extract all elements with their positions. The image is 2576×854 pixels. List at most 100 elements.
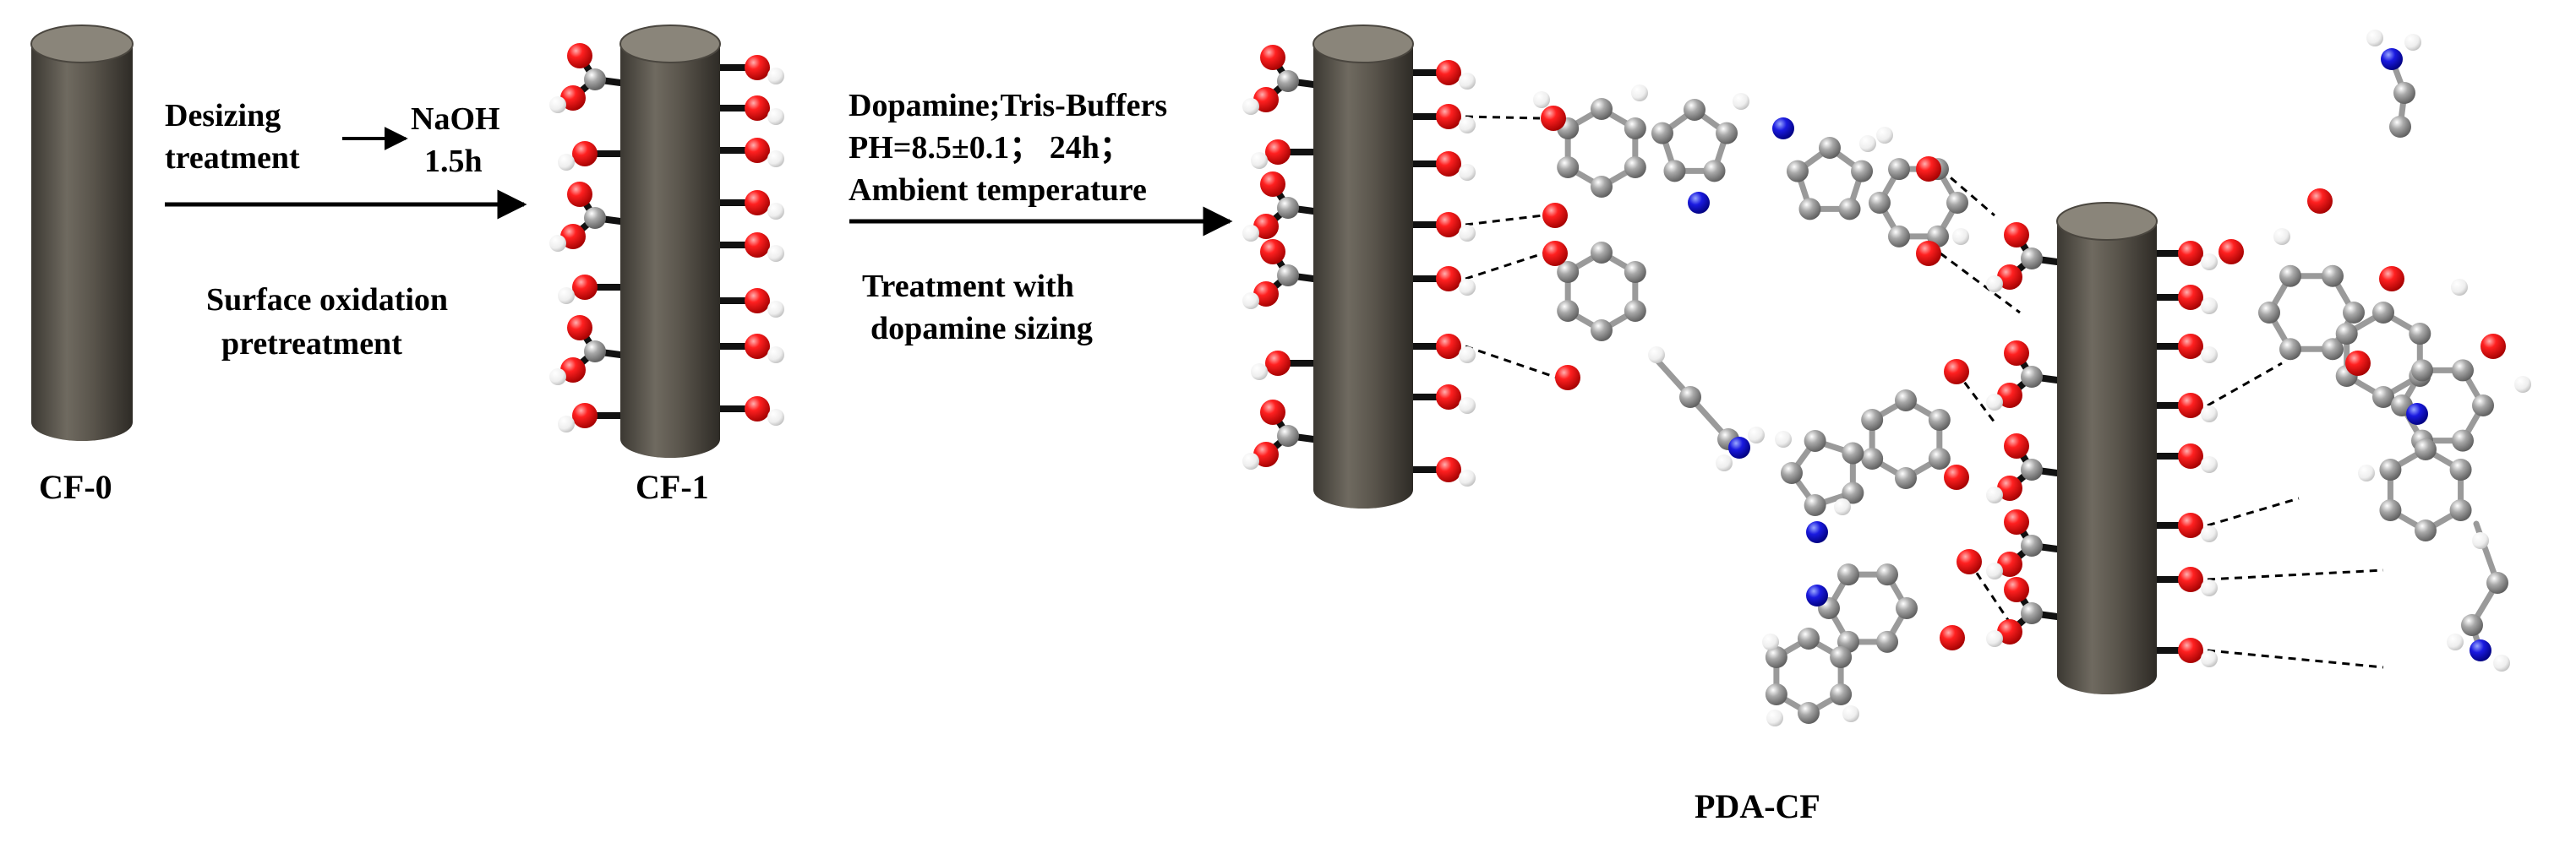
hydrogen-atom: [558, 154, 575, 171]
hydrogen-atom: [1459, 117, 1476, 133]
carbon-fiber-top: [30, 24, 134, 63]
nitrogen-atom: [1728, 437, 1750, 459]
hydrogen-atom: [2447, 634, 2464, 650]
oxygen-atom: [1542, 241, 1568, 266]
oxygen-atom: [1940, 625, 1965, 650]
hydrogen-atom: [1952, 228, 1969, 245]
hydrogen-atom: [767, 346, 784, 363]
oxygen-atom: [1253, 281, 1279, 307]
hydrogen-atom: [2358, 465, 2375, 481]
carbon-atom: [1896, 597, 1918, 619]
hydrogen-bond: [1955, 371, 1996, 423]
oxygen-atom: [572, 403, 598, 428]
carbon-atom: [1277, 264, 1299, 286]
oxygen-atom: [567, 315, 592, 340]
hydrogen-bond: [1465, 252, 1544, 280]
carbon-atom: [2409, 323, 2431, 345]
oxygen-atom: [1260, 400, 1285, 425]
oxygen-atom: [1916, 156, 1941, 182]
carbon-atom: [1946, 192, 1968, 214]
carbon-atom: [1663, 160, 1686, 182]
hydrogen-atom: [2201, 346, 2218, 363]
carbon-atom: [2449, 459, 2472, 481]
carbon-atom: [1798, 702, 1820, 724]
hydrogen-atom: [1251, 363, 1268, 380]
hydrogen-atom: [1242, 225, 1259, 242]
oxygen-atom: [1957, 549, 1982, 574]
carbon-atom: [2021, 247, 2043, 269]
carbon-atom: [2343, 302, 2365, 324]
step2-treatment-with: Treatment with: [862, 269, 1074, 304]
hydrogen-atom: [2201, 579, 2218, 596]
oxygen-atom: [1265, 351, 1291, 376]
hydrogen-atom: [2201, 405, 2218, 422]
oxygen-atom: [2379, 266, 2404, 291]
oxygen-atom: [1555, 365, 1580, 390]
hydrogen-atom: [558, 287, 575, 304]
nitrogen-atom: [1772, 117, 1794, 139]
carbon-atom: [1861, 409, 1884, 431]
oxygen-atom: [745, 138, 770, 163]
carbon-atom: [2461, 614, 2483, 636]
carbon-atom: [1591, 176, 1613, 198]
step2-ph-time: PH=8.5±0.1； 24h；: [849, 130, 1132, 166]
carbon-atom: [1837, 563, 1859, 586]
carbon-atom: [1888, 158, 1910, 181]
oxygen-atom: [745, 55, 770, 80]
carbon-atom: [1651, 122, 1673, 144]
carbon-atom: [2021, 366, 2043, 388]
oxygen-atom: [567, 43, 592, 68]
carbon-atom: [1895, 389, 1917, 411]
label-pda-cf: PDA-CF: [1695, 787, 1820, 825]
carbon-atom: [2379, 499, 2402, 521]
carbon-fiber-body: [31, 44, 133, 441]
hydrogen-bond: [1465, 214, 1544, 226]
label-cf0: CF-0: [39, 468, 112, 506]
hydrogen-bond: [1940, 252, 2021, 314]
hydrogen-atom: [1251, 152, 1268, 169]
carbon-atom: [1679, 386, 1701, 408]
carbon-fiber-top: [2056, 202, 2158, 241]
hydrogen-atom: [767, 150, 784, 167]
carbon-fiber-body: [620, 44, 720, 458]
oxygen-atom: [1436, 266, 1461, 291]
hydrogen-atom: [1459, 397, 1476, 414]
carbon-atom: [1703, 160, 1726, 182]
carbon-atom: [1624, 156, 1646, 178]
hydrogen-atom: [558, 416, 575, 432]
oxygen-atom: [745, 95, 770, 121]
oxygen-atom: [745, 396, 770, 422]
carbon-atom: [1798, 628, 1820, 650]
hydrogen-atom: [1716, 454, 1733, 471]
oxygen-atom: [745, 288, 770, 313]
carbon-atom: [2322, 338, 2344, 361]
hydrogen-atom: [1986, 630, 2003, 647]
carbon-atom: [1591, 98, 1613, 120]
oxygen-atom: [1265, 139, 1291, 165]
oxygen-atom: [1436, 457, 1461, 482]
hydrogen-atom: [1459, 470, 1476, 487]
carbon-atom: [2449, 499, 2472, 521]
carbon-atom: [1804, 494, 1826, 517]
oxygen-atom: [2004, 222, 2029, 247]
hydrogen-atom: [2514, 376, 2531, 393]
carbon-atom: [2372, 386, 2394, 408]
hydrogen-bond: [2207, 362, 2283, 407]
carbon-atom: [1591, 319, 1613, 341]
oxygen-atom: [1997, 264, 2022, 290]
nitrogen-atom: [2406, 403, 2428, 425]
carbon-atom: [2379, 459, 2402, 481]
oxygen-atom: [572, 275, 598, 300]
hydrogen-atom: [767, 245, 784, 262]
oxygen-atom: [1436, 60, 1461, 85]
oxygen-atom: [1541, 106, 1566, 131]
step2-dopamine-buffers: Dopamine;Tris-Buffers: [849, 88, 1168, 123]
oxygen-atom: [1997, 552, 2022, 577]
oxygen-atom: [1944, 465, 1969, 490]
oxygen-atom: [1436, 384, 1461, 410]
hydrogen-bond: [1465, 115, 1541, 120]
carbon-fiber-body: [1313, 44, 1413, 509]
carbon-atom: [584, 340, 606, 362]
carbon-atom: [1557, 300, 1580, 322]
carbon-atom: [1838, 198, 1861, 220]
